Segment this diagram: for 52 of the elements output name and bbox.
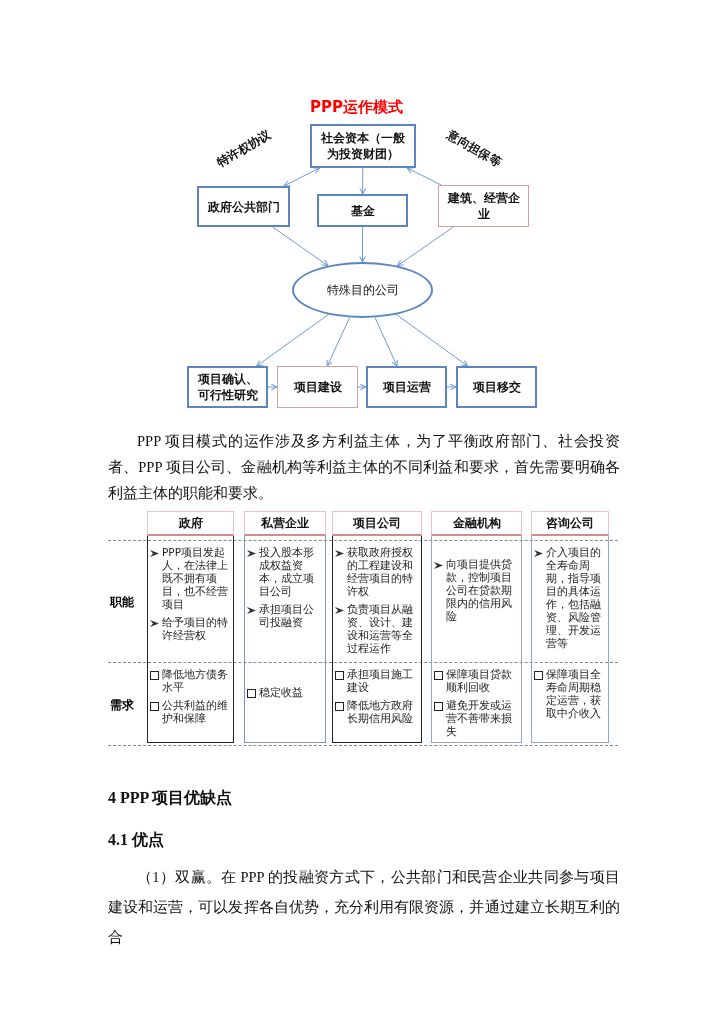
arrow: [357, 383, 367, 391]
arrow: [397, 226, 454, 267]
arrow: [446, 383, 457, 391]
arrow: [359, 167, 366, 195]
arrow: [326, 317, 351, 367]
cell-text: 稳定收益: [259, 686, 303, 699]
arrow: [359, 226, 366, 263]
process-box: 项目建设: [277, 366, 358, 408]
column-header: 金融机构: [431, 511, 522, 536]
cell-text: 保障项目全寿命周期稳定运营，获取中介收入: [546, 668, 602, 720]
cell-text: PPP项目发起人，在法律上既不拥有项目，也不经营项目: [162, 546, 229, 611]
row-header: 需求: [110, 696, 135, 714]
process-box: 项目移交: [456, 366, 537, 408]
process-box: 社会资本（一般为投资财团）: [310, 124, 416, 168]
subsection-heading: 4.1 优点: [108, 830, 165, 850]
arrow: [283, 167, 320, 187]
paragraph: PPP 项目模式的运作涉及多方利益主体，为了平衡政府部门、社会投资者、PPP 项目公司、金融机构等利益主体的不同利益和要求，首先需要明确各利益主体的职能和要求。: [108, 432, 620, 503]
process-box: 项目确认、可行性研究: [187, 366, 268, 408]
cell-text: 降低地方政府长期信用风险: [347, 699, 414, 725]
diagram-title: PPP运作模式: [310, 98, 403, 117]
arrow: [267, 383, 278, 391]
cell-text: 介入项目的全寿命周期，指导项目的具体运作，包括融资、风险管理、开发运营等: [546, 546, 602, 650]
cell-text: 获取政府授权的工程建设和经营项目的特许权: [347, 546, 414, 598]
process-box: 建筑、经营企业: [438, 185, 529, 227]
arrow: [406, 167, 442, 186]
cell-text: 避免开发或运营不善带来损失: [446, 699, 513, 738]
cell-text: 承担项目公司投融资: [259, 603, 315, 629]
column-header: 政府: [147, 511, 234, 536]
process-box: 项目运营: [366, 366, 447, 408]
paragraph: （1）双赢。在 PPP 的投融资方式下，公共部门和民营企业共同参与项目建设和运营，可以发挥各自优势，充分利用有限资源，并通过建立长期互利的合: [108, 868, 620, 947]
column-header: 项目公司: [332, 511, 422, 536]
edge-label: 特许权协议: [213, 126, 275, 171]
cell-text: 给予项目的特许经营权: [162, 616, 229, 642]
arrow: [256, 314, 329, 367]
process-box: 基金: [317, 194, 408, 227]
cell-text: 公共利益的维护和保障: [162, 699, 229, 725]
cell-text: 保障项目贷款顺利回收: [446, 668, 513, 694]
cell-text: 投入股本形成权益资本，成立项目公司: [259, 546, 315, 598]
arrow: [272, 226, 329, 267]
row-header: 职能: [110, 594, 135, 611]
cell-text: 负责项目从融资、设计、建设和运营等全过程运作: [347, 603, 414, 655]
edge-label: 意向担保等: [443, 126, 505, 171]
process-box: 政府公共部门: [197, 186, 290, 227]
cell-text: 承担项目施工建设: [347, 668, 414, 694]
section-heading: 4 PPP 项目优缺点: [108, 788, 234, 808]
oval-node: 特殊目的公司: [292, 262, 433, 318]
column-header: 咨询公司: [531, 511, 609, 536]
arrow: [395, 314, 469, 367]
cell-text: 降低地方债务水平: [162, 668, 229, 694]
arrow: [374, 317, 398, 367]
cell-text: 向项目提供贷款，控制项目公司在贷款期限内的信用风险: [446, 558, 513, 623]
column-header: 私营企业: [244, 511, 326, 536]
